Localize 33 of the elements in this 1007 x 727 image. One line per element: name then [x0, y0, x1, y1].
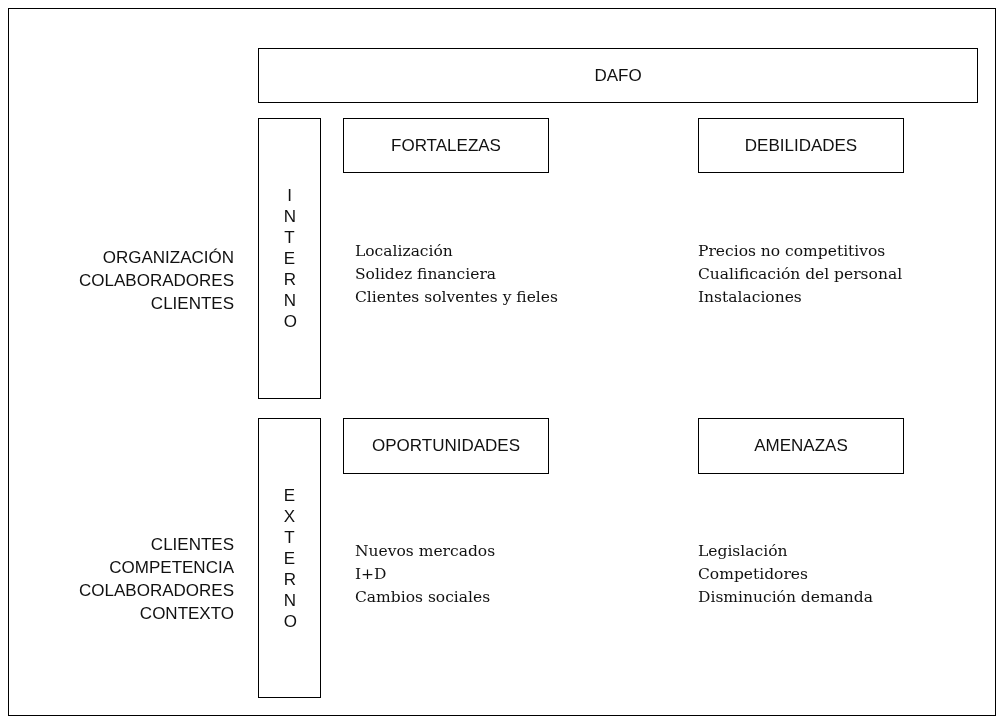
heading-box	[698, 418, 904, 474]
vertical-heading: EXTERNO	[283, 484, 296, 632]
category-label: COMPETENCIA	[108, 557, 234, 579]
category-label: CONTEXTO	[138, 603, 234, 625]
list-item: Cambios sociales	[355, 587, 492, 608]
heading-box	[343, 418, 549, 474]
vertical-label-box	[258, 118, 321, 399]
category-label: COLABORADORES	[78, 580, 234, 602]
vertical-label-box	[258, 418, 321, 698]
list-item: Clientes solventes y fieles	[355, 287, 558, 308]
heading-text: FORTALEZAS	[391, 135, 501, 156]
category-label: CLIENTES	[149, 534, 234, 556]
list-item: Instalaciones	[698, 287, 803, 308]
list-item: Localización	[355, 241, 454, 262]
heading-box	[698, 118, 904, 173]
list-item: Precios no competitivos	[698, 241, 887, 262]
category-label: CLIENTES	[149, 293, 234, 315]
heading-text: OPORTUNIDADES	[372, 436, 520, 456]
list-item: Cualificación del personal	[698, 264, 903, 285]
heading-text: DAFO	[594, 65, 642, 86]
heading-text: AMENAZAS	[754, 436, 848, 456]
list-item: Legislación	[698, 541, 789, 562]
list-item: Solidez financiera	[355, 264, 498, 285]
list-item: Disminución demanda	[698, 587, 874, 608]
category-label: COLABORADORES	[78, 270, 234, 292]
heading-box	[343, 118, 549, 173]
list-item: Competidores	[698, 564, 809, 585]
heading-text: DEBILIDADES	[744, 135, 858, 156]
vertical-heading: INTERNO	[283, 185, 296, 332]
heading-box	[258, 48, 978, 103]
list-item: I+D	[355, 564, 388, 585]
category-label: ORGANIZACIÓN	[101, 247, 234, 269]
list-item: Nuevos mercados	[355, 541, 496, 562]
